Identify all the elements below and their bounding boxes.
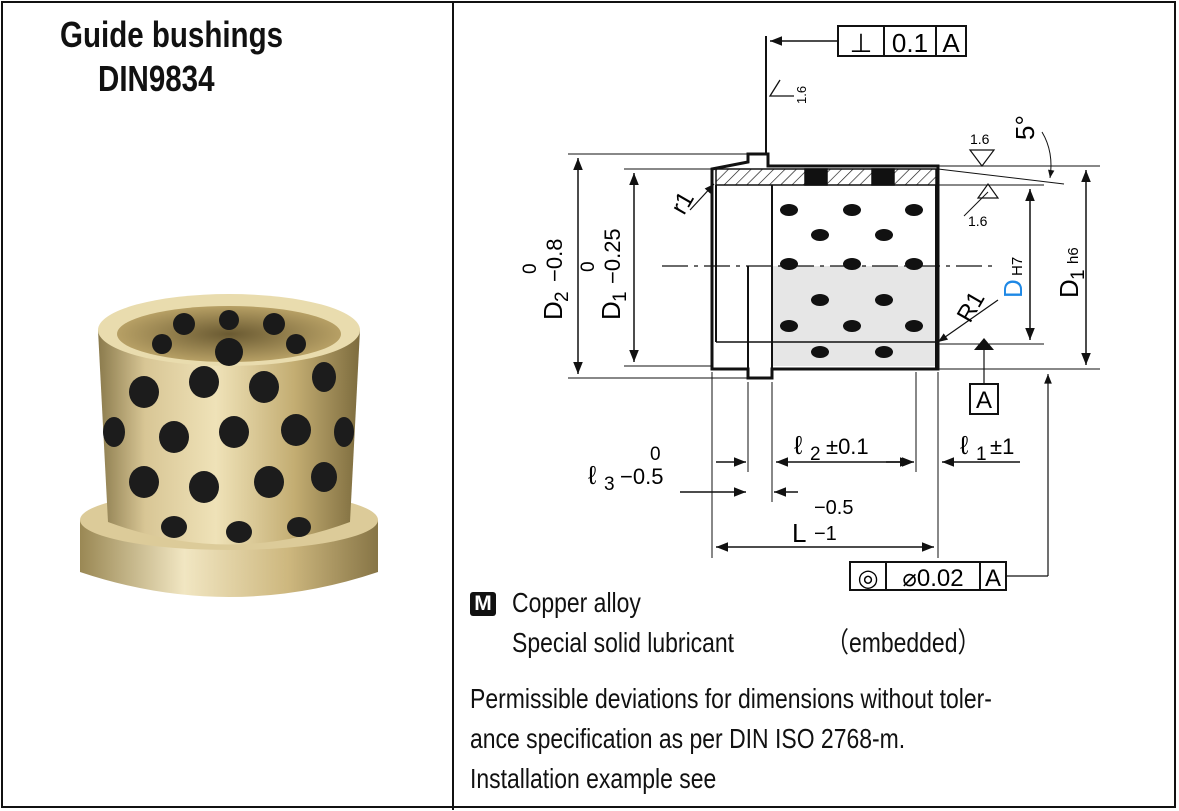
material-line-2: Special solid lubricant bbox=[512, 627, 735, 658]
roughness-bore: 1.6 bbox=[968, 213, 988, 229]
svg-text:−1: −1 bbox=[814, 523, 837, 545]
material-line-2-suffix: （embedded） bbox=[826, 627, 981, 658]
column-divider bbox=[452, 1, 454, 810]
svg-text:−0.5: −0.5 bbox=[814, 497, 853, 519]
svg-text:D: D bbox=[1054, 279, 1084, 298]
svg-text:h6: h6 bbox=[1065, 247, 1082, 264]
lubricant-plugs bbox=[780, 204, 923, 358]
svg-text:3: 3 bbox=[604, 474, 615, 495]
D1-left-dimension: D 1 0 −0.25 bbox=[578, 228, 631, 320]
svg-text:H7: H7 bbox=[1009, 257, 1026, 276]
l1-dimension: ℓ 1 ±1 bbox=[960, 430, 1014, 465]
L-dimension: L −0.5 −1 bbox=[792, 497, 853, 548]
svg-text:D: D bbox=[596, 301, 626, 320]
page-title: Guide bushings bbox=[60, 14, 284, 55]
material-badge: M bbox=[470, 592, 496, 616]
perpendicularity-symbol: ⊥ bbox=[850, 28, 873, 58]
D2-dimension: D 2 0 −0.8 bbox=[520, 239, 573, 320]
svg-text:2: 2 bbox=[810, 444, 821, 465]
svg-text:−0.5: −0.5 bbox=[620, 464, 663, 489]
svg-text:2: 2 bbox=[552, 291, 573, 302]
D-bore-dimension: D H7 bbox=[998, 257, 1028, 298]
R1-label: R1 bbox=[952, 287, 991, 327]
svg-text:−0.8: −0.8 bbox=[542, 239, 567, 282]
technical-drawing: ⊥ 0.1 A 1.6 1.6 1.6 5° r1 R1 A D 2 0 −0.… bbox=[520, 25, 1100, 592]
note-line-3: Installation example see bbox=[470, 763, 717, 794]
l2-dimension: ℓ 2 ±0.1 bbox=[794, 430, 869, 465]
note-line-2: ance specification as per DIN ISO 2768-m… bbox=[470, 723, 906, 754]
roughness-flange: 1.6 bbox=[794, 86, 809, 104]
svg-text:ℓ: ℓ bbox=[588, 460, 597, 490]
material-line-1: Copper alloy bbox=[512, 587, 641, 618]
svg-text:ℓ: ℓ bbox=[960, 430, 969, 460]
svg-text:±1: ±1 bbox=[990, 434, 1014, 459]
roughness-top: 1.6 bbox=[970, 131, 990, 147]
svg-text:L: L bbox=[792, 518, 806, 548]
datum-label: A bbox=[976, 387, 992, 414]
l3-dimension: ℓ 3 0 −0.5 bbox=[588, 444, 663, 495]
r1-label: r1 bbox=[666, 187, 700, 219]
svg-text:0: 0 bbox=[650, 444, 661, 465]
svg-text:0: 0 bbox=[520, 263, 541, 274]
concentricity-datum: A bbox=[985, 565, 1001, 592]
svg-text:−0.25: −0.25 bbox=[600, 228, 625, 284]
svg-text:±0.1: ±0.1 bbox=[826, 434, 869, 459]
standard-code: DIN9834 bbox=[98, 58, 215, 99]
angle-label: 5° bbox=[1010, 115, 1040, 140]
svg-text:D: D bbox=[998, 279, 1028, 298]
concentricity-symbol: ◎ bbox=[858, 565, 879, 592]
svg-text:D: D bbox=[538, 301, 568, 320]
svg-text:ℓ: ℓ bbox=[794, 430, 803, 460]
svg-text:1: 1 bbox=[976, 444, 987, 465]
perpendicularity-value: 0.1 bbox=[892, 28, 928, 58]
perpendicularity-datum: A bbox=[942, 28, 960, 58]
note-line-1: Permissible deviations for dimensions wi… bbox=[470, 683, 992, 714]
svg-text:0: 0 bbox=[578, 261, 599, 272]
svg-text:1: 1 bbox=[610, 291, 631, 302]
concentricity-value: ⌀0.02 bbox=[902, 565, 963, 592]
product-photo bbox=[80, 294, 378, 597]
svg-text:1: 1 bbox=[1068, 269, 1089, 280]
D1-right-dimension: D 1 h6 bbox=[1054, 247, 1089, 298]
